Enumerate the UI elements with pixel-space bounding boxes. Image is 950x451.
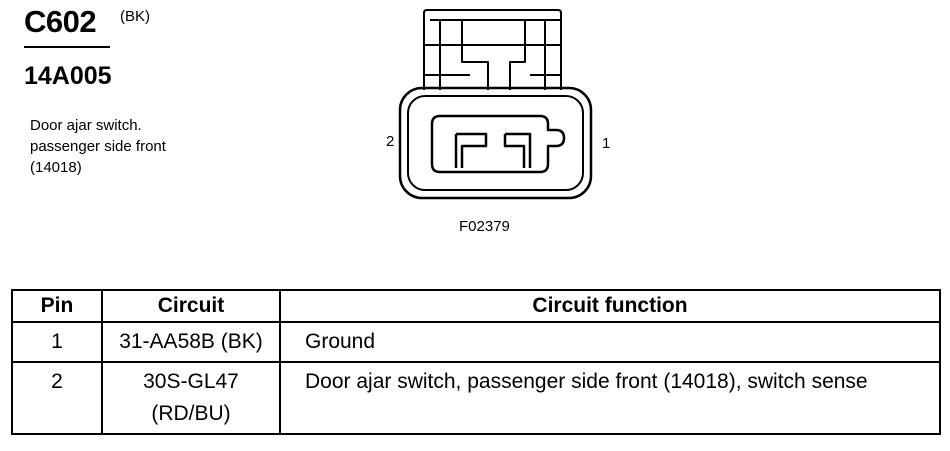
pin-table: Pin Circuit Circuit function 1 31-AA58B … [11, 289, 941, 435]
circuit-cell: 31-AA58B (BK) [101, 321, 281, 363]
connector-face-diagram [398, 9, 593, 200]
connector-latch [423, 9, 562, 90]
pin-label-1: 1 [602, 135, 611, 152]
circuit-cell: 30S-GL47 (RD/BU) [101, 361, 281, 435]
terminal-cavity [430, 114, 566, 174]
description-line-2: passenger side front [30, 138, 166, 155]
connector-outer-shell [398, 86, 593, 200]
connector-color-code: (BK) [120, 8, 150, 25]
function-cell: Ground [279, 321, 941, 363]
table-header-row: Pin Circuit Circuit function [11, 289, 941, 323]
connector-id: C602 [24, 4, 97, 39]
part-number: 14A005 [24, 62, 112, 90]
pin-2-terminal [454, 132, 488, 168]
description-line-1: Door ajar switch. [30, 117, 142, 134]
function-cell: Door ajar switch, passenger side front (… [279, 361, 941, 435]
title-underline [24, 46, 110, 48]
pin-label-2: 2 [386, 133, 395, 150]
pin-1-terminal [503, 132, 532, 168]
table-row: 1 31-AA58B (BK) Ground [11, 321, 941, 363]
circuit-line: 31-AA58B (BK) [119, 330, 263, 353]
pin-cell: 2 [11, 361, 103, 435]
circuit-line: 30S-GL47 [143, 370, 239, 393]
circuit-line: (RD/BU) [151, 402, 231, 425]
header-pin: Pin [11, 289, 103, 323]
header-circuit-function: Circuit function [279, 289, 941, 323]
pin-cell: 1 [11, 321, 103, 363]
figure-reference: F02379 [459, 218, 510, 235]
table-row: 2 30S-GL47 (RD/BU) Door ajar switch, pas… [11, 361, 941, 435]
description-line-3: (14018) [30, 159, 82, 176]
header-circuit: Circuit [101, 289, 281, 323]
